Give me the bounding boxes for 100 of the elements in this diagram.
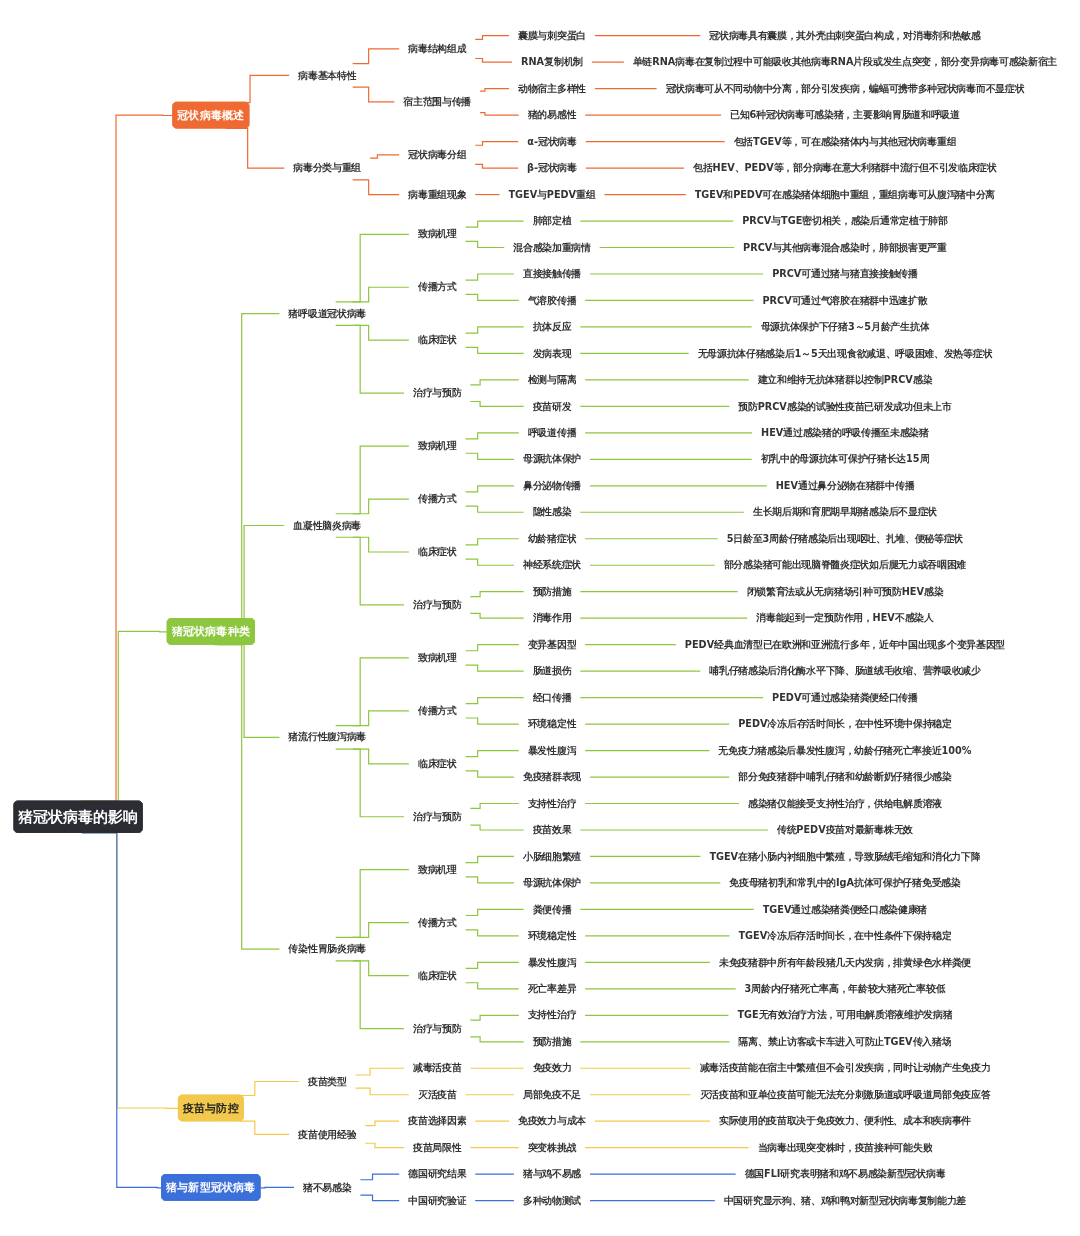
- connector: [464, 558, 515, 566]
- node-text: 致病机理: [417, 863, 457, 875]
- connector: [474, 1120, 510, 1122]
- connector: [584, 802, 740, 804]
- node-text: 血凝性脑炎病毒: [293, 519, 362, 531]
- connector: [359, 1194, 400, 1202]
- connector: [364, 1120, 400, 1127]
- node-text: PEDV可通过感染猪粪便经口传播: [772, 691, 918, 703]
- node-text: 隔离、禁止访客或卡车进入可防止TGEV传入猪场: [738, 1035, 952, 1048]
- node-text: 暴发性腹泻: [527, 956, 577, 968]
- node-text: 隐性感染: [532, 506, 572, 518]
- connector: [584, 643, 677, 646]
- connector: [584, 114, 722, 116]
- connector: [464, 643, 520, 652]
- node-text: 中国研究显示狗、猪、鸡和鸭对新型冠状病毒复制能力差: [723, 1194, 967, 1206]
- node-text: 传播方式: [417, 704, 457, 717]
- connector: [589, 1093, 692, 1096]
- node-text: 动物宿主多样性: [518, 82, 586, 94]
- node-text: 猪不易感染: [302, 1181, 352, 1193]
- node-text: 感染猪仅能接受支持性治疗，供给电解质溶液: [747, 797, 942, 809]
- node-text: 疫苗使用经验: [298, 1128, 357, 1140]
- node-text: 免疫效力: [532, 1062, 572, 1074]
- node-text: 初乳中的母源抗体可保护仔猪长达15周: [760, 453, 930, 465]
- connector: [474, 193, 501, 195]
- node-text: 疫苗类型: [307, 1075, 347, 1087]
- node-text: 包括TGEV等，可在感染猪体内与其他冠状病毒重组: [733, 135, 957, 147]
- connector: [584, 299, 755, 301]
- node-text: 死亡率差异: [527, 982, 577, 995]
- node-text: 治疗与预防: [412, 1022, 462, 1034]
- connector: [584, 537, 719, 540]
- connector: [469, 1014, 520, 1021]
- node-text: 病毒重组现象: [408, 188, 467, 200]
- node-text: 当病毒出现突变株时，疫苗接种可能失败: [757, 1141, 933, 1153]
- connector: [464, 929, 520, 937]
- connector: [579, 617, 748, 619]
- node-text: 免疫效力与成本: [518, 1115, 586, 1127]
- node-text: 治疗与预防: [412, 598, 462, 611]
- node-text: 德国FLI研究表明猪和鸡不易感染新型冠状病毒: [744, 1168, 946, 1180]
- node-text: PRCV可通过气溶胶在猪群中迅速扩散: [762, 294, 928, 306]
- connector: [474, 34, 510, 40]
- node-text: 暴发性腹泻: [527, 744, 577, 756]
- node-text: 疫苗效果: [532, 824, 572, 836]
- connector: [579, 220, 734, 222]
- connector: [464, 717, 520, 725]
- connector: [584, 1014, 730, 1016]
- node-text: 传播方式: [417, 493, 457, 505]
- node-text: 无母源抗体仔猪感染后1～5天出现食欲减退、呼吸困难、发热等症状: [697, 347, 993, 359]
- node-text: 环境稳定性: [527, 718, 577, 730]
- node-text: 临床症状: [417, 757, 457, 770]
- node-text: PRCV与TGE密切相关，感染后通常定植于肺部: [742, 215, 948, 227]
- connector: [579, 511, 745, 513]
- connector: [589, 458, 753, 460]
- connector: [579, 1041, 731, 1043]
- connector: [464, 240, 505, 248]
- connector: [579, 590, 739, 593]
- node-text: 病毒分类与重组: [293, 162, 362, 174]
- node-text: 囊膜与刺突蛋白: [518, 29, 586, 41]
- connector: [335, 657, 410, 726]
- connector: [469, 1067, 525, 1069]
- connector: [474, 1199, 515, 1202]
- node-text: 多种动物测试: [522, 1194, 582, 1206]
- node-text: 预防PRCV感染的试验性疫苗已研发成功但未上市: [738, 400, 952, 412]
- node-text: 致病机理: [417, 440, 457, 452]
- node-text: PEDV冷冻后存活时间长，在中性环境中保持稳定: [738, 718, 952, 730]
- node-text: 混合感染加重病情: [513, 241, 591, 253]
- connector: [335, 445, 410, 515]
- connector: [589, 1173, 737, 1175]
- connector: [584, 935, 731, 937]
- connector: [589, 882, 721, 884]
- connector: [579, 696, 764, 698]
- node-text: 神经系统症状: [522, 559, 582, 571]
- node-text: PRCV与其他病毒混合感染时，肺部损害更严重: [743, 241, 947, 253]
- node-text: 支持性治疗: [527, 1009, 577, 1021]
- connector: [479, 87, 510, 92]
- connector: [354, 1067, 405, 1076]
- connector: [589, 564, 716, 566]
- connector: [469, 612, 525, 619]
- connector: [464, 1093, 515, 1096]
- node-text: 中国研究验证: [408, 1194, 467, 1206]
- connector: [589, 1199, 716, 1202]
- node-text: 3周龄内仔猪死亡率高，年龄较大猪死亡率较低: [744, 982, 946, 995]
- node-text: 抗体反应: [532, 320, 572, 333]
- connector: [369, 154, 400, 159]
- connector: [335, 960, 405, 1029]
- connector: [469, 379, 520, 386]
- node-text: 灭活疫苗: [417, 1088, 457, 1100]
- connector: [585, 167, 685, 169]
- connector: [464, 696, 525, 705]
- node-text: 临床症状: [417, 334, 457, 346]
- connector: [579, 405, 730, 407]
- node-text: 闭锁繁育法或从无病猪场引种可预防HEV感染: [746, 585, 944, 597]
- node-text: 部分免疫猪群中哺乳仔猪和幼龄断奶仔猪很少感染: [738, 771, 952, 783]
- node-text: α-冠状病毒: [527, 135, 577, 147]
- node-text: 支持性治疗: [527, 797, 577, 809]
- connector: [464, 293, 520, 301]
- node-text: 小肠细胞繁殖: [522, 850, 582, 862]
- connector: [579, 908, 755, 910]
- connector: [464, 485, 515, 493]
- connector: [589, 485, 768, 487]
- node-text: 实际使用的疫苗取决于免疫效力、便利性、成本和疾病事件: [718, 1115, 971, 1127]
